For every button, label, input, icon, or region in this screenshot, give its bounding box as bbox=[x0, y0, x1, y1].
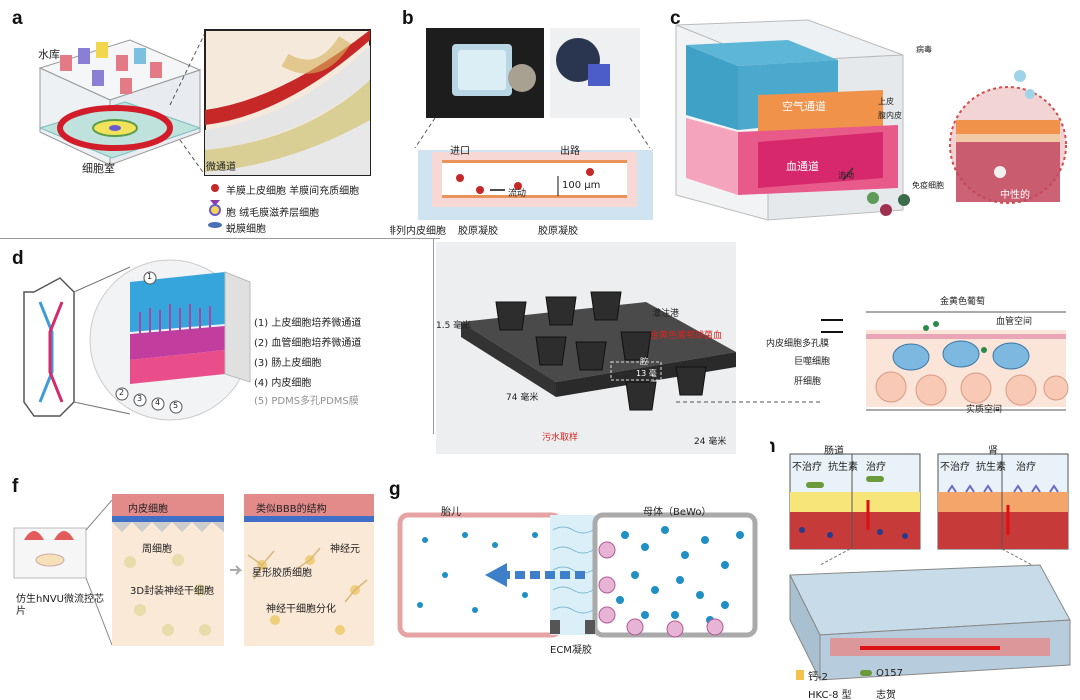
panel-g-drawing bbox=[397, 512, 758, 638]
row-divider-1 bbox=[0, 238, 440, 239]
epithelium-label: 上皮 bbox=[878, 97, 894, 106]
legend-decidua: 蜕膜细胞 bbox=[226, 224, 266, 235]
microchannel-label: 微通道 bbox=[206, 162, 236, 173]
sewage-label: 污水取样 bbox=[542, 433, 579, 443]
panel-h: h 肠道 肾 不治疗 抗生素 治疗 不治疗 抗生素 治疗 bbox=[770, 440, 1080, 700]
legend-chorion: 胞 绒毛膜滋养层细胞 bbox=[226, 208, 320, 219]
shiga-label: 志贺 bbox=[876, 690, 896, 700]
d-item-3: (3) 肠上皮细胞 bbox=[254, 358, 322, 369]
d-num-3: 3 bbox=[137, 394, 143, 403]
panel-e-drawing bbox=[436, 242, 1069, 454]
macrophage-label: 巨噬细胞 bbox=[794, 357, 831, 367]
collagen-label-1: 胶原凝胶 bbox=[458, 226, 498, 236]
parenchyma-label: 实质空间 bbox=[966, 405, 1003, 415]
staph-label: 金黄色葡萄 bbox=[940, 297, 986, 307]
height-label: 100 μm bbox=[562, 180, 601, 191]
membrane-label: 内皮细胞多孔膜 bbox=[766, 339, 830, 349]
d-num-4: 4 bbox=[155, 398, 161, 407]
caco-label: 钙-2 bbox=[808, 672, 828, 683]
antibiotic-kidney: 抗生素 bbox=[976, 462, 1006, 473]
reservoir-cylinders bbox=[60, 42, 162, 94]
panel-a-drawing bbox=[38, 29, 371, 228]
antibiotic-gut: 抗生素 bbox=[828, 462, 858, 473]
fetus-label: 胎儿 bbox=[441, 507, 461, 518]
panel-c-label: c bbox=[670, 8, 681, 29]
d-item-4: (4) 内皮细胞 bbox=[254, 378, 312, 389]
hkc8-label: HKC-8 型 bbox=[808, 690, 852, 700]
d-item-5: (5) PDMS多孔PDMS膜 bbox=[254, 396, 359, 407]
neutrophil-label: 中性的 bbox=[1000, 190, 1030, 201]
ecm-gel-label: ECM凝胶 bbox=[550, 645, 592, 656]
virus-label: 病毒 bbox=[916, 45, 932, 54]
panel-b-drawing bbox=[414, 28, 653, 220]
panel-f-drawing bbox=[13, 494, 374, 646]
panel-c-drawing bbox=[675, 19, 1067, 221]
chamber-label-e2: 13 毫 bbox=[636, 369, 657, 378]
panel-d-label: d bbox=[12, 248, 24, 269]
vessel-space-label: 血管空间 bbox=[996, 317, 1033, 327]
panel-a: a 水库 细胞室 微通道 羊膜上皮细胞 羊膜间 bbox=[0, 0, 385, 236]
legend-amnion: 羊膜上皮细胞 羊膜间充质细胞 bbox=[226, 186, 360, 197]
pericyte-label: 周细胞 bbox=[142, 544, 172, 555]
outlet-label: 出路 bbox=[560, 146, 580, 157]
blood-channel-label: 血通道 bbox=[786, 160, 819, 173]
chamber-label-e1: 腔 bbox=[640, 357, 648, 366]
panel-g-label: g bbox=[389, 479, 401, 500]
panel-b: b 进口 出路 流动 100 μm 排列内皮细胞 胶原凝胶 胶原凝胶 bbox=[390, 0, 665, 236]
perfusion-port-label: 灌注港 bbox=[652, 309, 680, 319]
neuron-label: 神经元 bbox=[330, 544, 360, 555]
chamber-label: 细胞室 bbox=[82, 162, 115, 175]
d-item-1: (1) 上皮细胞培养微通道 bbox=[254, 318, 362, 329]
d-num-1: 1 bbox=[147, 272, 153, 281]
panel-g: g 胎儿 母体（BeWo） ECM凝胶 bbox=[385, 475, 770, 660]
length-dim: 74 毫米 bbox=[506, 393, 539, 403]
hepatocyte-label: 肝细胞 bbox=[794, 377, 822, 387]
panel-e: e 1.5 毫米 74 毫米 24 毫米 bbox=[436, 242, 1080, 454]
flow-label: 流动 bbox=[508, 189, 527, 199]
panel-d-drawing bbox=[23, 259, 251, 421]
collagen-label-2: 胶原凝胶 bbox=[538, 226, 578, 236]
panel-f: f 仿生hNVU微流控芯片 内皮细胞 周细胞 3D封装神经干细胞 类似BBB的结… bbox=[0, 470, 380, 648]
panel-b-label: b bbox=[402, 8, 414, 29]
o157-label: O157 bbox=[876, 668, 903, 679]
immune-label: 免疫细胞 bbox=[912, 181, 944, 190]
differentiation-label: 神经干细胞分化 bbox=[266, 604, 336, 615]
panel-h-drawing bbox=[789, 453, 1071, 681]
panel-a-label: a bbox=[12, 8, 23, 29]
reservoir-label: 水库 bbox=[38, 48, 60, 61]
panel-h-label: h bbox=[770, 440, 776, 458]
height-dim: 1.5 毫米 bbox=[436, 321, 472, 331]
air-channel-label: 空气通道 bbox=[782, 100, 826, 113]
panel-d: d 1 2 3 4 5 (1) 上皮细胞培养微通道 (2) 血管细胞培养微通道 … bbox=[0, 242, 432, 434]
width-dim: 24 毫米 bbox=[694, 437, 727, 447]
treatment-kidney: 治疗 bbox=[1016, 462, 1036, 473]
mother-label: 母体（BeWo） bbox=[643, 507, 712, 518]
d-num-2: 2 bbox=[119, 388, 125, 397]
treatment-gut: 治疗 bbox=[866, 462, 886, 473]
chip-label: 仿生hNVU微流控芯片 bbox=[16, 594, 104, 617]
endothelial-cells bbox=[442, 160, 627, 198]
panel-c: c 空气通道 血通道 病毒 上皮 腹内皮 流动 免疫细胞 中性的 bbox=[668, 0, 1080, 236]
col-divider-d bbox=[433, 238, 434, 434]
astrocyte-label: 星形胶质细胞 bbox=[252, 568, 312, 579]
flow-label-c: 流动 bbox=[838, 171, 854, 180]
no-treatment-gut: 不治疗 bbox=[792, 462, 822, 473]
inlet-label: 进口 bbox=[450, 146, 470, 157]
endothelial-label-f: 内皮细胞 bbox=[128, 504, 168, 515]
no-treatment-kidney: 不治疗 bbox=[940, 462, 970, 473]
stem-cell-label: 3D封装神经干细胞 bbox=[130, 586, 215, 597]
kidney-label: 肾 bbox=[988, 446, 998, 457]
bbb-label: 类似BBB的结构 bbox=[256, 504, 327, 515]
bacteria-label: 金黄色葡萄球菌血 bbox=[650, 331, 723, 341]
d-item-2: (2) 血管细胞培养微通道 bbox=[254, 338, 362, 349]
panel-f-label: f bbox=[12, 476, 19, 497]
gut-label: 肠道 bbox=[824, 446, 844, 457]
endothelial-label: 排列内皮细胞 bbox=[390, 226, 446, 236]
endothelium-label: 腹内皮 bbox=[878, 111, 902, 120]
d-num-5: 5 bbox=[173, 401, 179, 410]
